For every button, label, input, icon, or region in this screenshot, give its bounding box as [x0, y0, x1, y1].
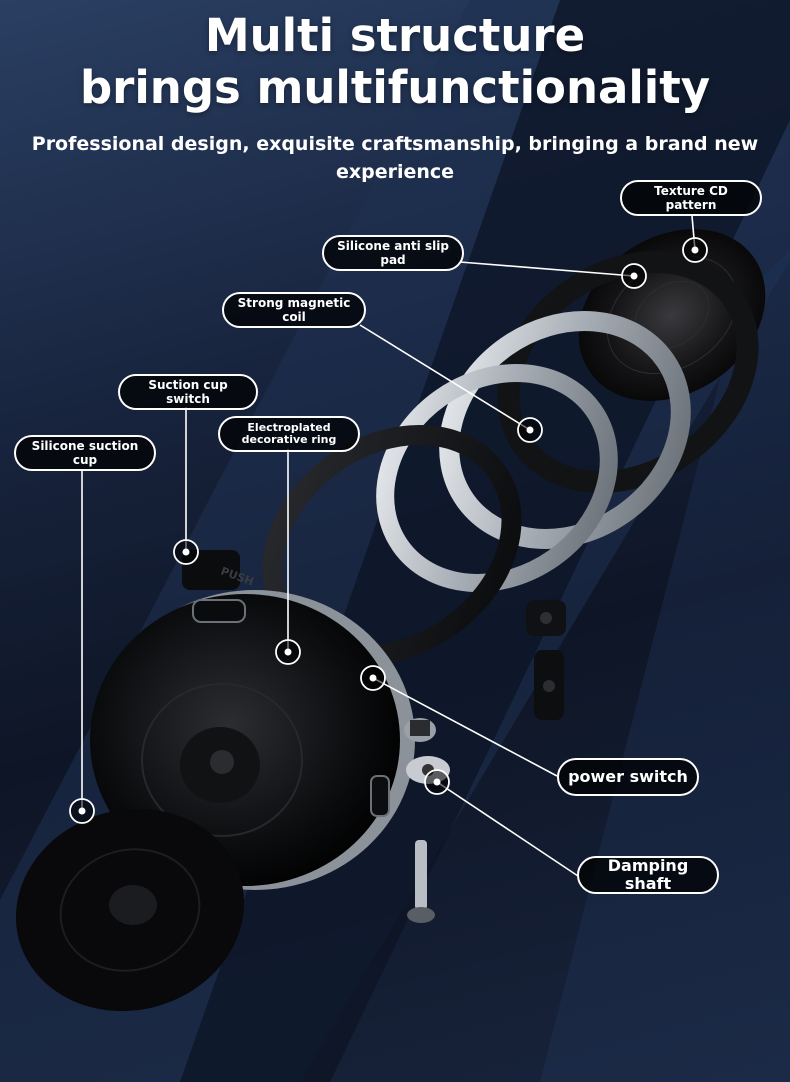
silicone-suction-cup — [15, 808, 245, 1012]
leader-lines — [81, 215, 696, 877]
title-line-2: brings multifunctionality — [79, 61, 711, 114]
leader-damping-shaft — [436, 781, 579, 877]
label-silicone-suction-cup: Silicone suction cup — [14, 435, 156, 471]
label-suction-cup-switch: Suction cup switch — [118, 374, 258, 410]
damping-parts — [404, 718, 450, 923]
ring-bracket — [526, 600, 566, 720]
anti-slip-pad-ring — [497, 250, 759, 494]
title-line-1: Multi structure — [204, 9, 586, 62]
label-strong-magnetic-coil: Strong magnetic coil — [222, 292, 366, 328]
label-texture-cd-pattern: Texture CD pattern — [620, 180, 762, 216]
leader-anti-slip — [459, 261, 635, 277]
magnetic-coil-ring — [439, 311, 691, 549]
label-damping-shaft: Damping shaft — [577, 856, 719, 894]
label-silicone-anti-slip-pad: Silicone anti slip pad — [322, 235, 464, 271]
leader-magnetic-coil — [359, 324, 531, 431]
callout-dot-centers — [78, 246, 699, 815]
subtitle: Professional design, exquisite craftsman… — [31, 133, 759, 183]
leader-power-switch — [372, 677, 558, 777]
electroplated-ring — [376, 363, 618, 593]
label-power-switch: power switch — [557, 758, 699, 796]
label-electroplated-decorative-ring: Electroplated decorative ring — [218, 416, 360, 452]
